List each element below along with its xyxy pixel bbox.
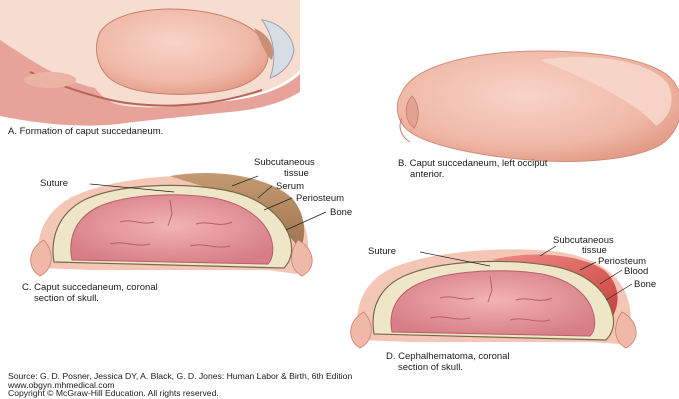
panel-c-caption-line1: C. Caput succedaneum, coronal	[22, 282, 158, 293]
panel-d-caption-line1: D. Cephalhematoma, coronal	[386, 351, 510, 362]
panel-b-caption-line2: anterior.	[410, 169, 444, 180]
panel-d-label-bone: Bone	[634, 279, 656, 290]
panel-c-illustration	[31, 173, 313, 276]
panel-c-label-suture: Suture	[40, 178, 68, 189]
panel-d-label-suture: Suture	[368, 246, 396, 257]
panel-a-caption: A. Formation of caput succedaneum.	[8, 126, 163, 137]
panel-d-label-blood: Blood	[624, 266, 648, 277]
ear-left-d	[351, 312, 372, 348]
perineum	[24, 72, 76, 88]
panel-d-illustration	[351, 249, 637, 348]
panel-d-label-tissue: tissue	[582, 245, 607, 256]
panel-a-illustration	[0, 0, 300, 126]
panel-c-label-subcutaneous: Subcutaneous	[254, 157, 315, 168]
panel-c-label-tissue: tissue	[284, 168, 309, 179]
panel-d-caption-line2: section of skull.	[398, 362, 463, 373]
copyright-notice: Copyright © McGraw-Hill Education. All r…	[8, 389, 219, 399]
panel-b-illustration	[397, 51, 679, 161]
panel-c-label-periosteum: Periosteum	[296, 193, 344, 204]
panel-c-label-bone: Bone	[330, 207, 352, 218]
panel-c-caption-line2: section of skull.	[34, 293, 99, 304]
ear-left-c	[31, 240, 52, 276]
panel-c-label-serum: Serum	[276, 181, 304, 192]
panel-b-caption-line1: B. Caput succedaneum, left occiput	[398, 158, 547, 169]
